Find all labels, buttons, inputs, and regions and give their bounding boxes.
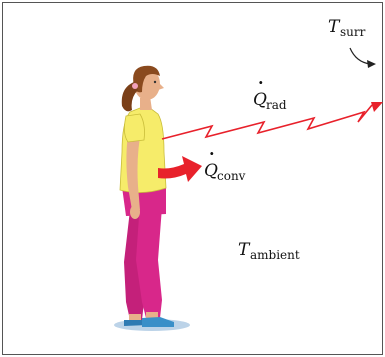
ankle-back <box>129 314 141 320</box>
sleeve <box>124 114 144 142</box>
q-conv-subscript: conv <box>217 169 246 183</box>
diagram-border <box>3 3 383 355</box>
q-rad-subscript: rad <box>266 98 287 112</box>
t-ambient-subscript: ambient <box>250 248 300 262</box>
q-conv-symbol: Q <box>204 161 218 181</box>
ankle-front <box>146 312 158 318</box>
heat-transfer-diagram: T surr · Q rad · Q conv T ambient <box>2 2 383 355</box>
diagram-frame: T surr · Q rad · Q conv T ambient <box>2 2 383 355</box>
hair-tie <box>132 83 138 89</box>
t-surr-subscript: surr <box>340 25 366 39</box>
hand <box>130 205 140 219</box>
eye <box>154 81 156 83</box>
q-rad-symbol: Q <box>253 90 267 110</box>
